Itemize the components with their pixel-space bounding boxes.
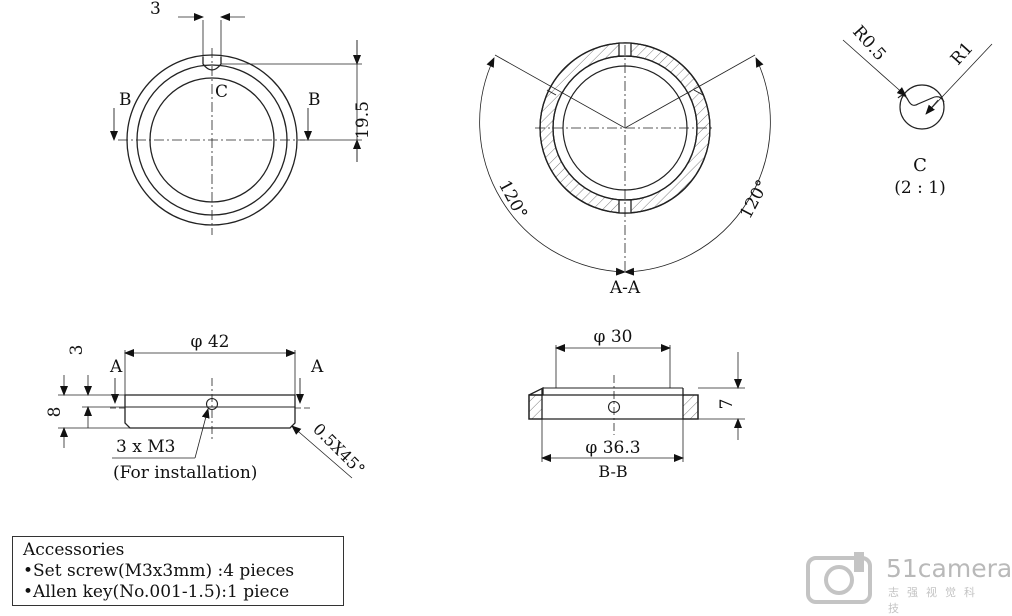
detail-c-marker: C <box>215 82 228 102</box>
keyway-width-label: 3 <box>150 0 161 19</box>
accessories-box: Accessories •Set screw(M3x3mm) :4 pieces… <box>12 536 344 606</box>
section-b-right-label: B <box>308 90 321 110</box>
inner-diameter-label: φ 30 <box>594 327 633 347</box>
total-height-label: 8 <box>45 407 65 418</box>
accessories-item-allen-key: •Allen key(No.001-1.5):1 piece <box>23 582 290 602</box>
side-view <box>58 349 353 479</box>
accessories-title: Accessories <box>23 540 125 560</box>
section-thickness-label: 7 <box>717 399 737 410</box>
plan-view <box>110 13 362 235</box>
base-diameter-label: φ 36.3 <box>585 438 640 458</box>
accessories-item-set-screw: •Set screw(M3x3mm) :4 pieces <box>23 561 295 581</box>
section-bb-label: B-B <box>598 462 627 481</box>
section-b-left-label: B <box>119 90 132 110</box>
detail-c-view <box>842 39 993 130</box>
section-bb-view <box>528 344 745 462</box>
screw-note-label: (For installation) <box>113 463 257 483</box>
thread-depth-label: 3 <box>67 345 87 356</box>
detail-c-title: C <box>913 155 927 176</box>
brand-logo: 51camera 志强视觉科技 <box>806 550 1012 615</box>
camera-logo-icon <box>806 552 872 604</box>
section-a-right-label: A <box>310 357 324 377</box>
section-a-left-label: A <box>109 357 123 377</box>
side-body <box>124 394 296 429</box>
detail-c-scale: (2 : 1) <box>894 178 945 198</box>
angle-right-label: 120° <box>736 177 773 223</box>
outer-diameter-label: φ 42 <box>191 332 230 352</box>
chamfer-label: 0.5X45° <box>309 419 369 479</box>
section-aa-label: A-A <box>609 278 641 298</box>
section-aa-view <box>479 42 771 276</box>
logo-subtext: 志强视觉科技 <box>888 586 983 615</box>
height-dim-label: 19.5 <box>353 101 373 139</box>
screw-callout-label: 3 x M3 <box>116 437 175 457</box>
radius-small-label: R0.5 <box>848 22 890 65</box>
angle-left-label: 120° <box>494 177 531 223</box>
logo-text: 51camera <box>886 554 1012 583</box>
